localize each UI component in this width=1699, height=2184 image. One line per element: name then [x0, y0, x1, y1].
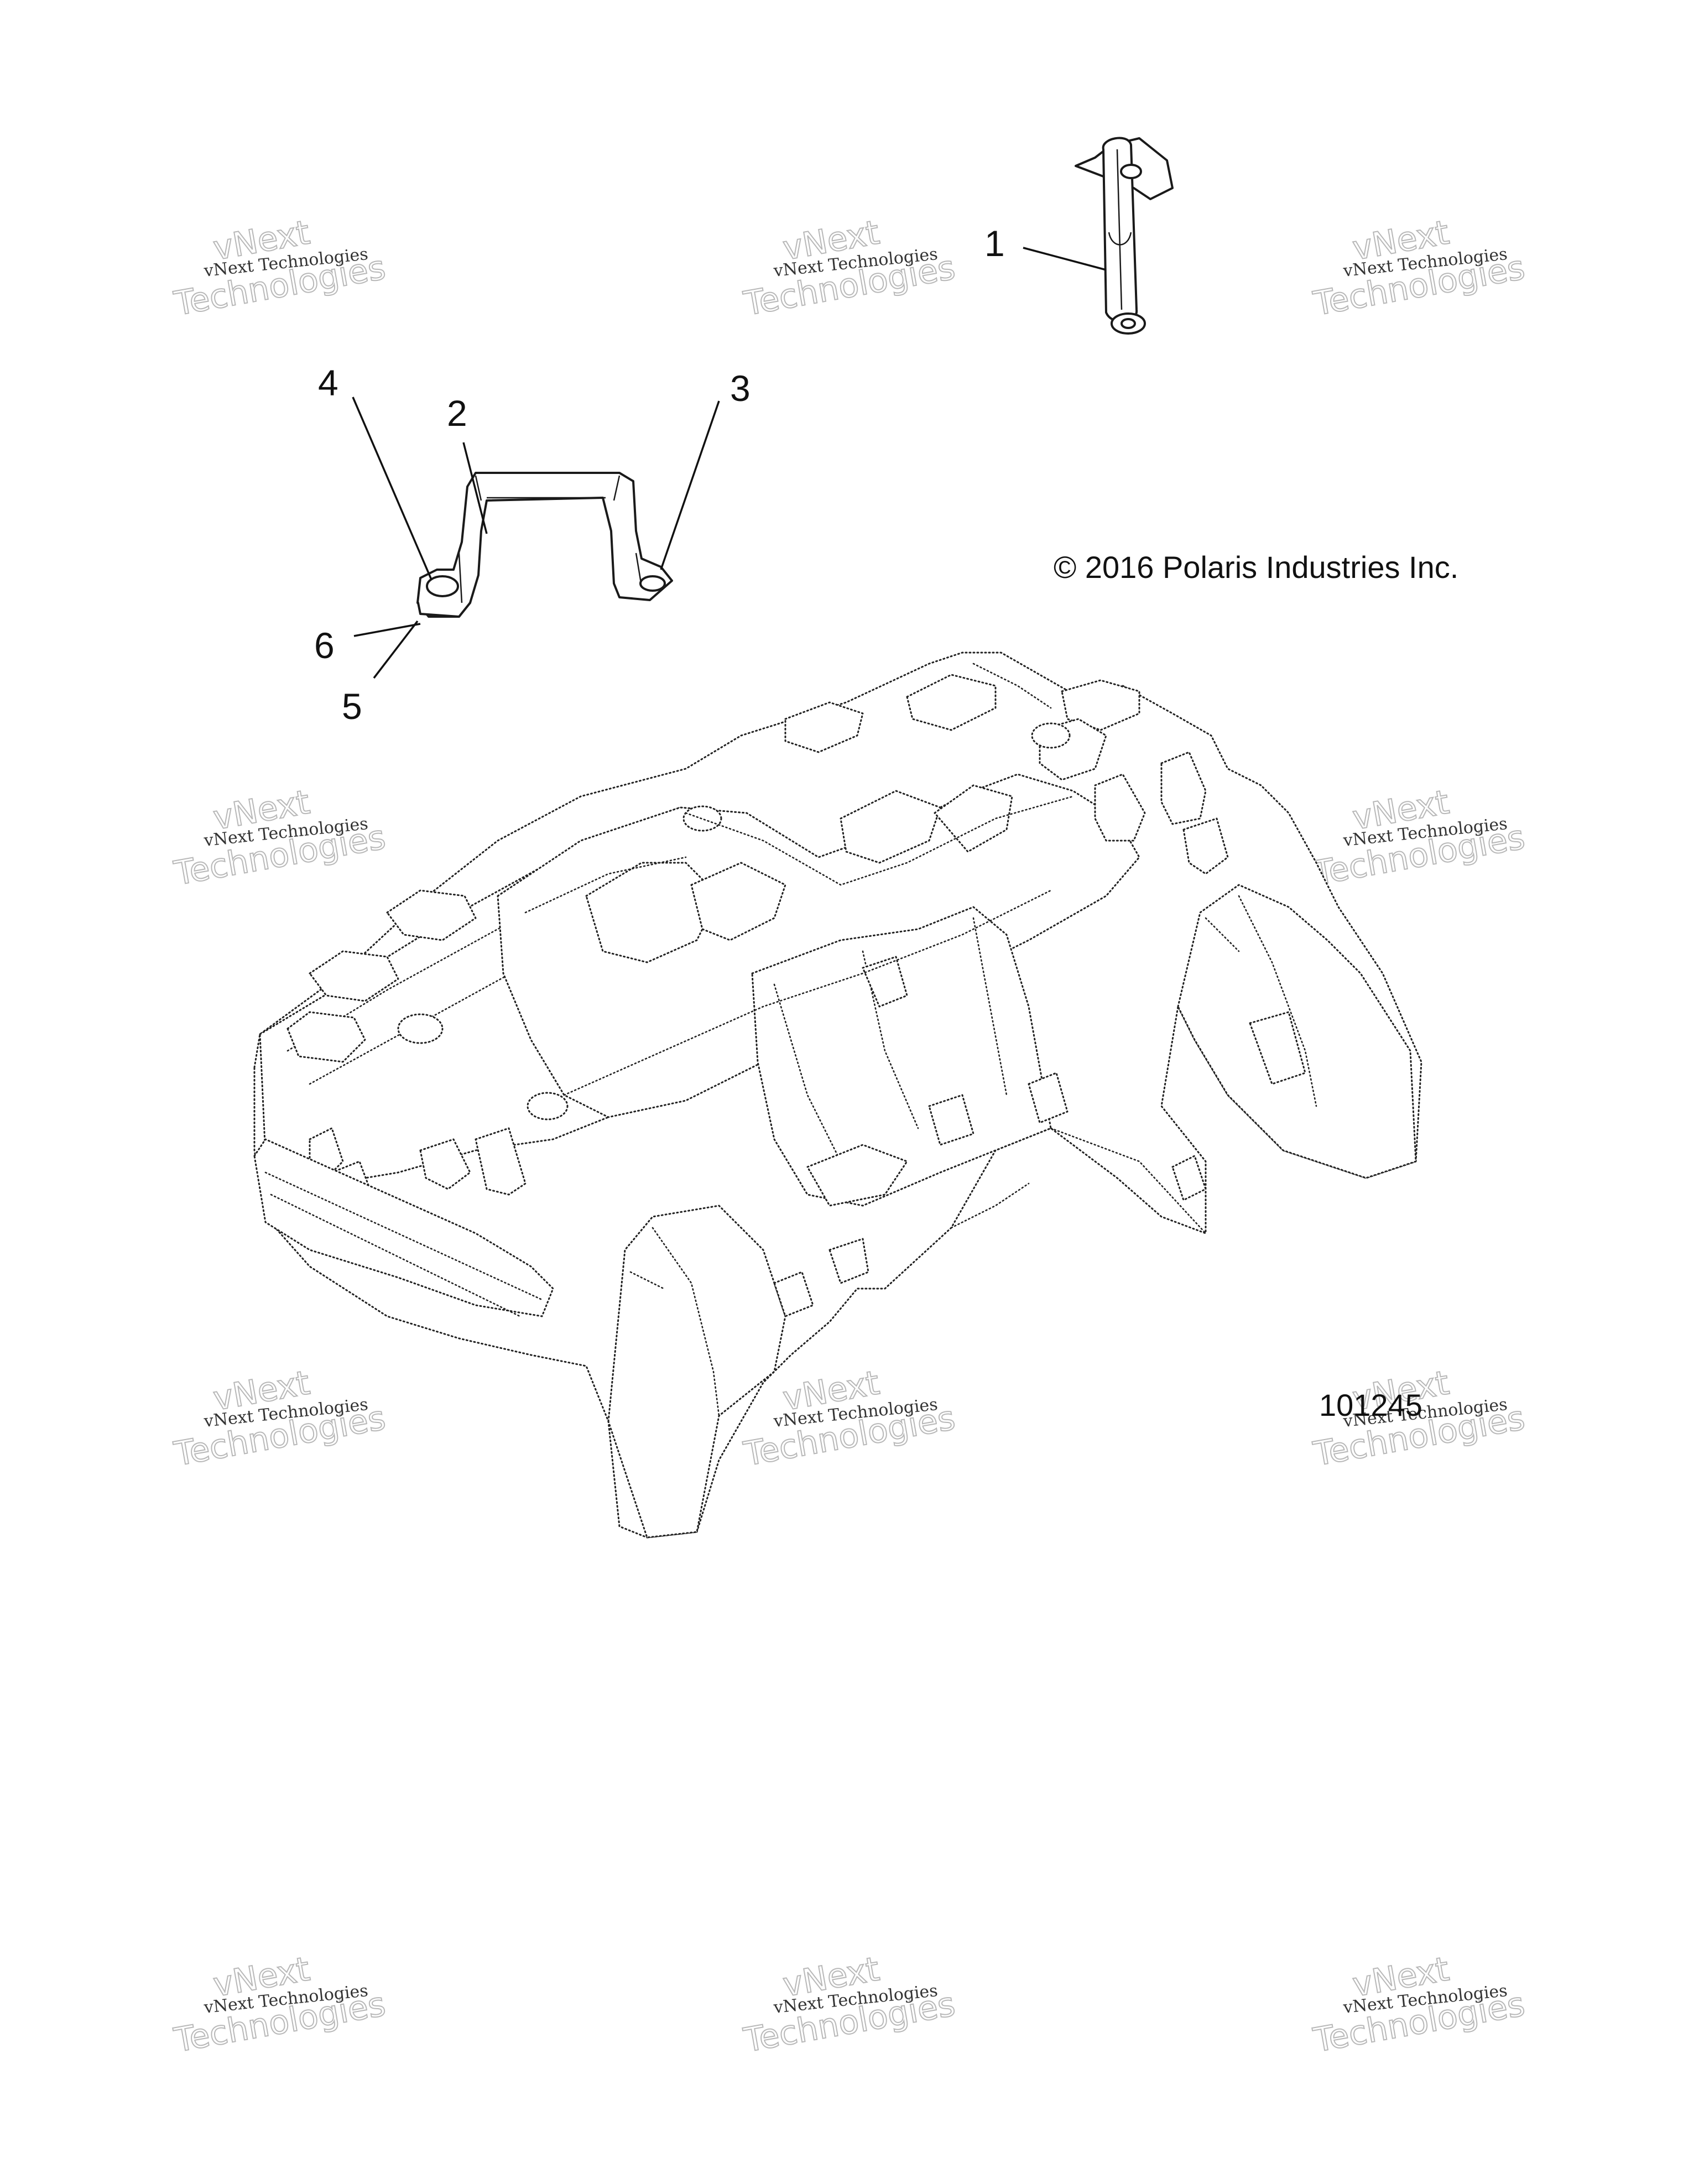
callout-6: 6 [314, 625, 335, 666]
part-1-grab-handle [1075, 137, 1174, 335]
callout-1: 1 [984, 223, 1005, 264]
watermark: vNext Technologies vNext Technologies [740, 1363, 958, 1474]
copyright-notice: © 2016 Polaris Industries Inc. [1054, 550, 1458, 585]
watermark: vNext Technologies vNext Technologies [170, 1363, 389, 1474]
watermark: vNext Technologies vNext Technologies [170, 1949, 389, 2061]
callout-2: 2 [447, 393, 467, 434]
watermark: vNext Technologies vNext Technologies [1310, 782, 1528, 894]
watermark: vNext Technologies vNext Technologies [740, 1949, 958, 2061]
callout-5: 5 [342, 686, 362, 727]
callout-3: 3 [730, 368, 751, 409]
figure-number: 101245 [1319, 1388, 1422, 1422]
watermark: vNext Technologies vNext Technologies [170, 212, 389, 324]
callout-labels: 1 2 3 4 5 6 [314, 223, 1005, 727]
rear-rack-fender-assembly [253, 651, 1422, 1539]
callout-4: 4 [318, 362, 338, 403]
part-2-grab-handle [416, 472, 673, 618]
watermark: vNext Technologies vNext Technologies [1310, 212, 1528, 324]
watermark: vNext Technologies vNext Technologies [740, 212, 958, 324]
watermark: vNext Technologies vNext Technologies [1310, 1949, 1528, 2061]
callout-leaders [352, 247, 1107, 679]
watermark: vNext Technologies vNext Technologies [170, 782, 389, 894]
